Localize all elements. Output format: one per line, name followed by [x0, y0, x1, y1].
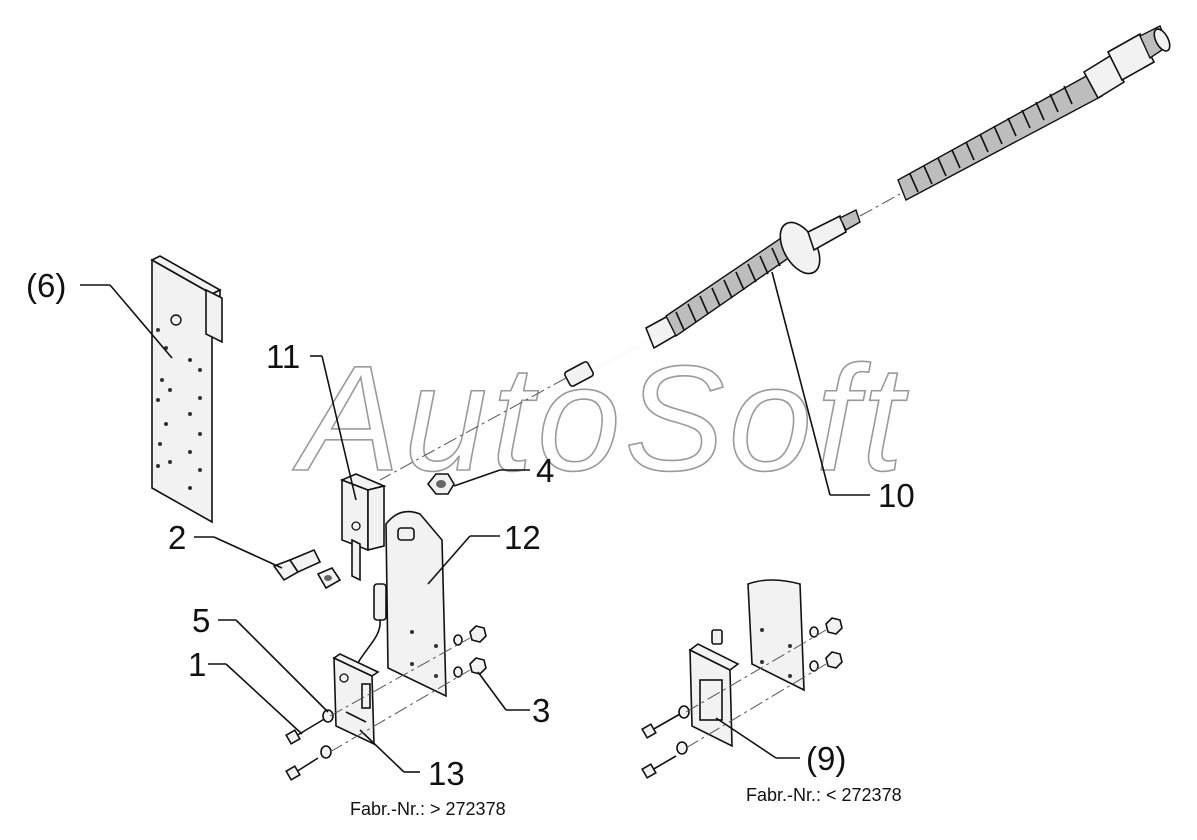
callout-9: (9)	[806, 740, 846, 777]
callout-1: 1	[188, 646, 206, 683]
mounting-plate-12	[385, 510, 447, 698]
washers-5	[320, 709, 334, 759]
nuts-variant	[809, 617, 843, 672]
sensor-block-11	[339, 473, 387, 582]
flexible-shaft-10	[564, 25, 1171, 387]
nuts-3	[453, 625, 487, 678]
callout-4: 4	[536, 452, 554, 489]
caption-right: Fabr.-Nr.: < 272378	[746, 785, 902, 805]
callout-12: 12	[504, 519, 541, 556]
callout-6: (6)	[26, 267, 66, 304]
callout-5: 5	[192, 602, 210, 639]
nut-4	[426, 473, 455, 495]
callout-10: 10	[878, 477, 915, 514]
callout-2: 2	[168, 519, 186, 556]
screws-1	[285, 717, 327, 781]
caption-left: Fabr.-Nr.: > 272378	[350, 799, 506, 819]
callout-11: 11	[266, 338, 300, 375]
callout-13: 13	[428, 755, 465, 792]
bracket-plate-6	[150, 255, 223, 524]
screws-variant	[641, 705, 690, 779]
watermark: AutoSoft	[292, 334, 909, 502]
bolt-2	[272, 548, 342, 590]
plate-variant	[747, 579, 805, 692]
sensor-housing-13	[332, 653, 380, 746]
callout-3: 3	[532, 692, 550, 729]
